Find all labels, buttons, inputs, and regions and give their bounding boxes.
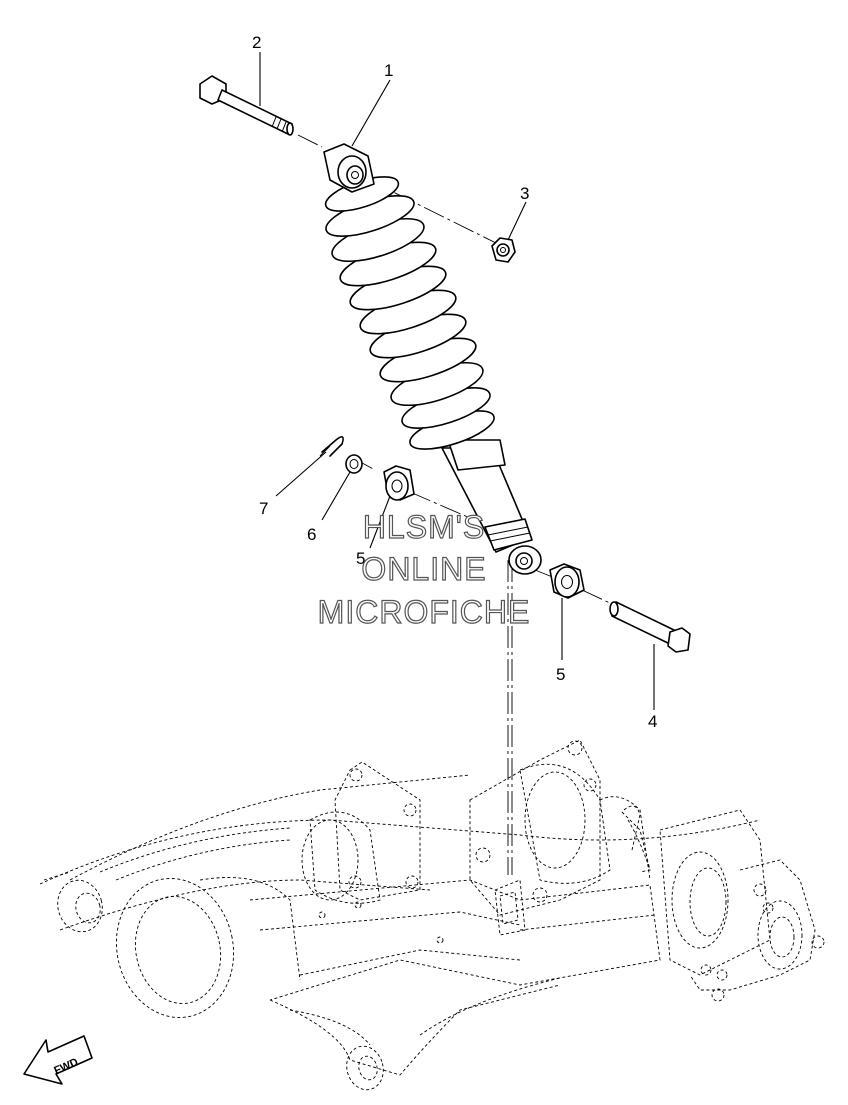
nut-icon[interactable] <box>491 237 516 263</box>
leader-lines <box>259 52 655 710</box>
bolt-upper-icon[interactable] <box>199 75 294 136</box>
callout-4[interactable]: 4 <box>648 712 657 731</box>
fwd-arrow-icon: FWD <box>23 1035 93 1085</box>
callout-6[interactable]: 6 <box>307 525 316 544</box>
collar-left-icon[interactable] <box>383 465 415 501</box>
callout-5-left[interactable]: 5 <box>356 549 365 568</box>
callouts: 1 2 3 4 5 5 6 7 <box>252 33 657 731</box>
callout-5-right[interactable]: 5 <box>556 665 565 684</box>
callout-3[interactable]: 3 <box>520 184 529 203</box>
cotter-pin-icon[interactable] <box>319 436 344 457</box>
callout-7[interactable]: 7 <box>259 499 268 518</box>
rear-arm-assembly-icon <box>39 739 825 1091</box>
watermark: HLSM'S ONLINE MICROFICHE <box>317 508 531 630</box>
callout-2[interactable]: 2 <box>252 33 261 52</box>
spring-coils <box>324 176 495 450</box>
bolt-lower-icon[interactable] <box>609 601 691 653</box>
center-lines <box>297 134 613 875</box>
collar-right-icon[interactable] <box>549 563 585 599</box>
washer-icon[interactable] <box>345 454 363 474</box>
watermark-line-3: MICROFICHE <box>318 594 531 630</box>
rear-shock-absorber-icon[interactable] <box>322 143 542 575</box>
callout-1[interactable]: 1 <box>384 61 393 80</box>
watermark-line-2: ONLINE <box>361 551 486 587</box>
watermark-line-1: HLSM'S <box>363 509 485 545</box>
